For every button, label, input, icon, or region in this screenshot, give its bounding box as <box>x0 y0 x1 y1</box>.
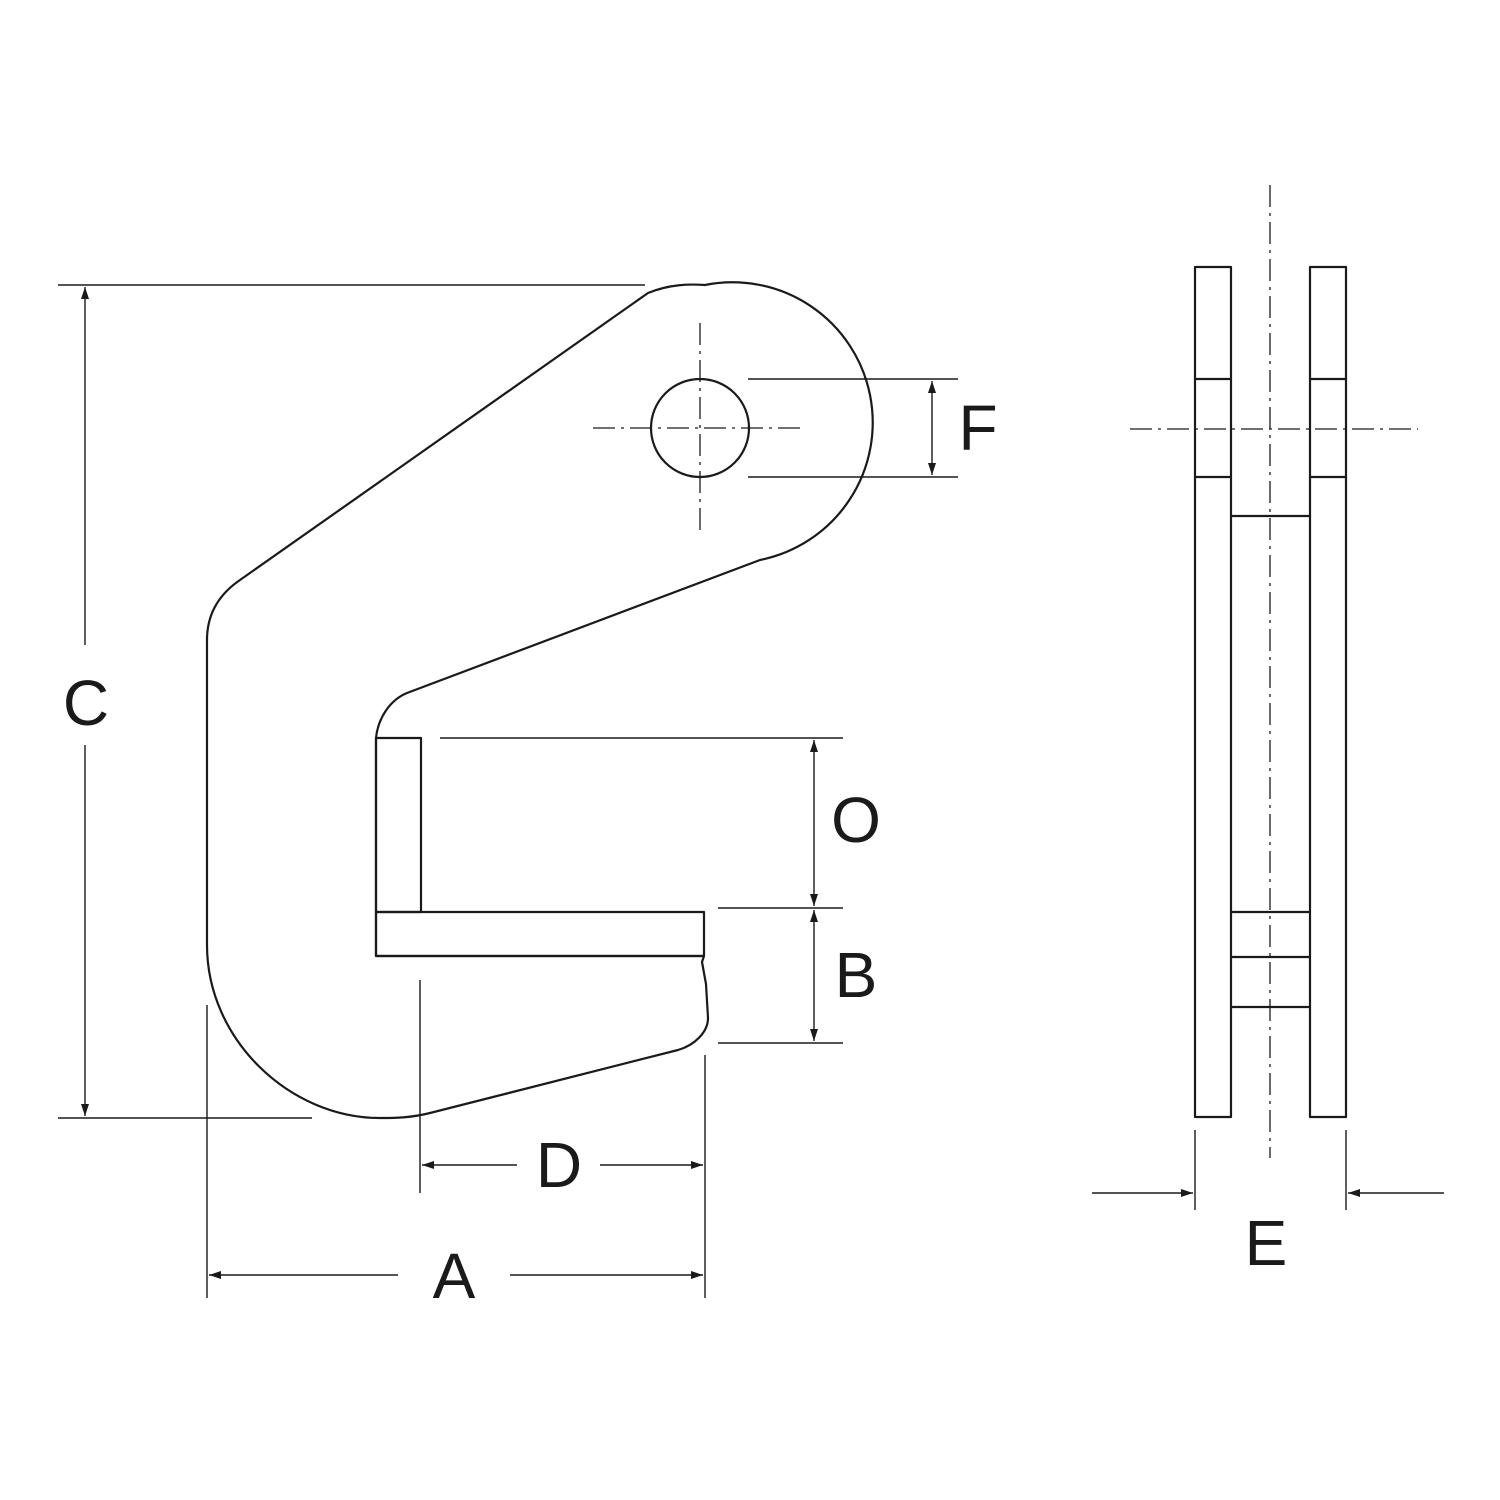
side-plate-right <box>1308 265 1348 1119</box>
dimension-c: C <box>58 284 645 1119</box>
dim-a-label: A <box>433 1240 476 1312</box>
jaw-pad-vertical <box>374 736 423 914</box>
jaw-pad-horizontal <box>374 910 706 958</box>
dim-b-label: B <box>835 939 878 1011</box>
dimension-d: D <box>419 980 706 1298</box>
dimension-e: E <box>1092 1130 1444 1279</box>
dimension-a: A <box>206 1005 703 1312</box>
clamp-body-outline <box>205 281 874 1120</box>
dim-f-label: F <box>958 392 997 464</box>
dim-o-label: O <box>831 784 881 856</box>
dimension-o: O <box>440 737 881 906</box>
side-view <box>1130 185 1418 1158</box>
dim-e-label: E <box>1245 1207 1288 1279</box>
dim-d-label: D <box>536 1129 582 1201</box>
dimension-f: F <box>748 378 998 478</box>
front-view <box>205 281 874 1120</box>
dimension-b: B <box>718 907 878 1044</box>
side-plate-left <box>1193 265 1233 1119</box>
dim-c-label: C <box>63 667 109 739</box>
